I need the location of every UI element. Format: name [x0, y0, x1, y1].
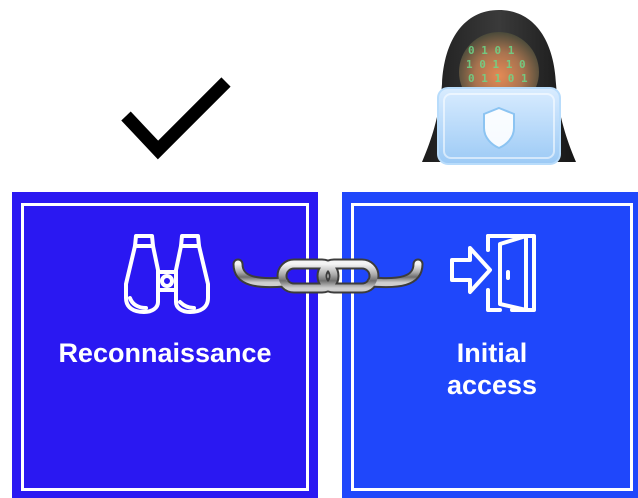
initial-access-label: Initial access [342, 337, 638, 401]
initial-access-card: Initial access [342, 192, 638, 498]
checkmark-icon [121, 77, 231, 160]
reconnaissance-card-border [21, 203, 309, 491]
enter-door-icon [450, 234, 536, 312]
svg-text:0 1 0 1: 0 1 0 1 [468, 44, 515, 57]
reconnaissance-card: Reconnaissance [12, 192, 318, 498]
chain-link-icon [232, 258, 424, 294]
svg-text:1 0 1 1 0: 1 0 1 1 0 [466, 58, 526, 71]
reconnaissance-label: Reconnaissance [58, 338, 272, 368]
svg-text:0 1 1 0 1: 0 1 1 0 1 [468, 72, 528, 85]
initial-access-label-line1: Initial [456, 338, 528, 368]
binoculars-icon [124, 234, 210, 314]
hacker-laptop-icon: 0 1 0 1 1 0 1 1 0 0 1 1 0 1 1 0 0 1 [422, 10, 576, 165]
initial-access-card-border [351, 203, 633, 491]
initial-access-label-line2: access [446, 370, 538, 400]
